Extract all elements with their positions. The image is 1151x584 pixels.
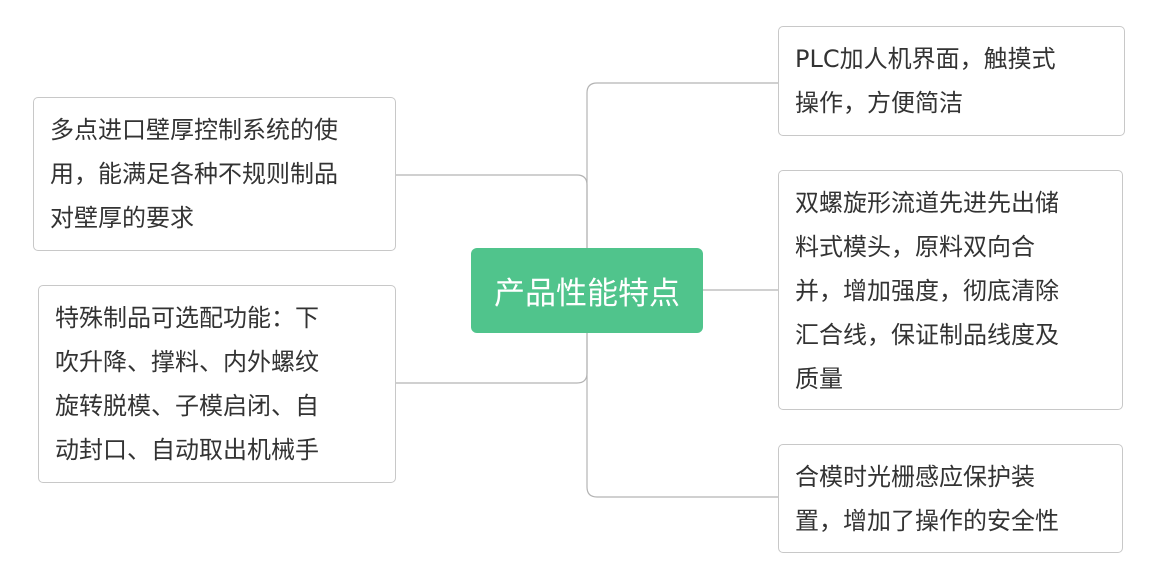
topic-plc-interface[interactable]: PLC加人机界面，触摸式 操作，方便简洁 — [778, 26, 1125, 136]
topic-line: 吹升降、撑料、内外螺纹 — [55, 348, 319, 376]
topic-light-curtain-protection[interactable]: 合模时光栅感应保护装 置，增加了操作的安全性 — [778, 444, 1123, 553]
topic-line: 质量 — [795, 365, 843, 393]
topic-wall-thickness-control[interactable]: 多点进口壁厚控制系统的使 用，能满足各种不规则制品 对壁厚的要求 — [33, 97, 396, 251]
topic-line: PLC加人机界面，触摸式 — [795, 45, 1056, 73]
topic-line: 旋转脱模、子模启闭、自 — [55, 392, 319, 420]
topic-line: 用，能满足各种不规则制品 — [50, 160, 338, 188]
topic-line: 合模时光栅感应保护装 — [795, 463, 1035, 491]
connector-right-1 — [586, 82, 778, 290]
topic-line: 多点进口壁厚控制系统的使 — [50, 116, 338, 144]
topic-line: 置，增加了操作的安全性 — [795, 507, 1059, 535]
topic-line: 特殊制品可选配功能：下 — [55, 304, 319, 332]
topic-line: 操作，方便简洁 — [795, 89, 963, 117]
topic-line: 并，增加强度，彻底清除 — [795, 277, 1059, 305]
topic-line: 动封口、自动取出机械手 — [55, 436, 319, 464]
topic-line: 料式模头，原料双向合 — [795, 233, 1035, 261]
connector-right-3 — [586, 290, 778, 498]
topic-optional-functions[interactable]: 特殊制品可选配功能：下 吹升降、撑料、内外螺纹 旋转脱模、子模启闭、自 动封口、… — [38, 285, 396, 483]
central-topic[interactable]: 产品性能特点 — [471, 248, 703, 333]
topic-line: 双螺旋形流道先进先出储 — [795, 189, 1059, 217]
topic-line: 对壁厚的要求 — [50, 204, 194, 232]
topic-line: 汇合线，保证制品线度及 — [795, 321, 1059, 349]
topic-spiral-die-head[interactable]: 双螺旋形流道先进先出储 料式模头，原料双向合 并，增加强度，彻底清除 汇合线，保… — [778, 170, 1123, 410]
